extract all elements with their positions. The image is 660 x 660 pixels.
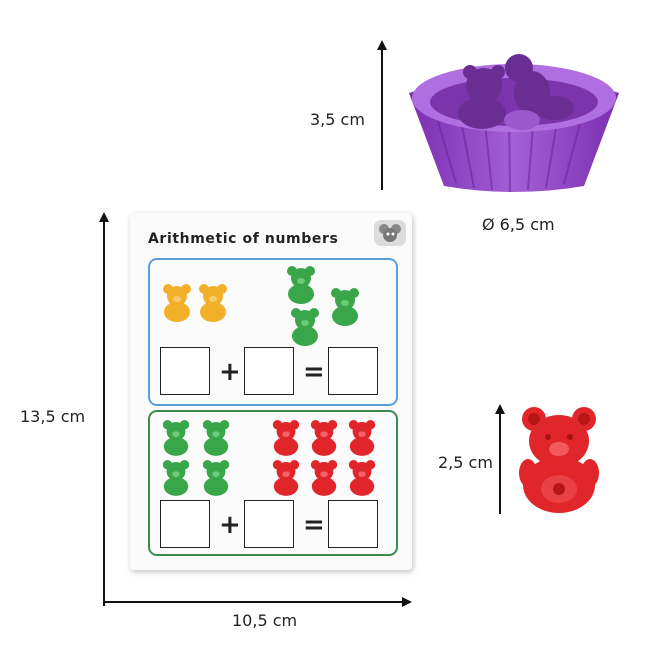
green-bear-icon [162, 420, 190, 456]
red-bear-icon [310, 420, 338, 456]
answer-box[interactable] [244, 500, 294, 548]
green-bear-icon [331, 288, 359, 326]
red-bear-icon [348, 460, 376, 496]
green-bear-icon [291, 308, 319, 346]
purple-cup [409, 54, 619, 193]
equals-sign: = [303, 357, 325, 387]
answer-box[interactable] [160, 500, 210, 548]
red-bear-icon [348, 420, 376, 456]
equals-sign: = [303, 510, 325, 540]
activity-card: Arithmetic of numbers + = + [130, 213, 412, 570]
card-title: Arithmetic of numbers [148, 231, 339, 247]
card-width-arrow [104, 597, 412, 607]
card-height-label: 13,5 cm [20, 407, 86, 426]
answer-box[interactable] [160, 347, 210, 395]
answer-box[interactable] [328, 500, 378, 548]
cup-diameter-label: Ø 6,5 cm [482, 215, 555, 234]
red-bear-figure [519, 407, 599, 513]
bear-logo-icon [374, 220, 406, 246]
green-bear-icon [202, 420, 230, 456]
yellow-bear-icon [199, 284, 227, 322]
plus-sign: + [219, 510, 241, 540]
plus-sign: + [219, 357, 241, 387]
green-bear-icon [202, 460, 230, 496]
green-bear-icon [162, 460, 190, 496]
answer-box[interactable] [328, 347, 378, 395]
cup-height-label: 3,5 cm [310, 110, 365, 129]
equation-panel-2: + = [148, 410, 398, 556]
green-bear-icon [287, 266, 315, 304]
bear-height-arrow [495, 404, 505, 514]
red-bear-icon [272, 460, 300, 496]
bear-height-label: 2,5 cm [438, 453, 493, 472]
cup-height-arrow [377, 40, 387, 190]
equation-panel-1: + = [148, 258, 398, 406]
card-height-arrow [99, 212, 109, 606]
yellow-bear-icon [163, 284, 191, 322]
red-bear-icon [310, 460, 338, 496]
answer-box[interactable] [244, 347, 294, 395]
card-width-label: 10,5 cm [232, 611, 298, 630]
red-bear-icon [272, 420, 300, 456]
